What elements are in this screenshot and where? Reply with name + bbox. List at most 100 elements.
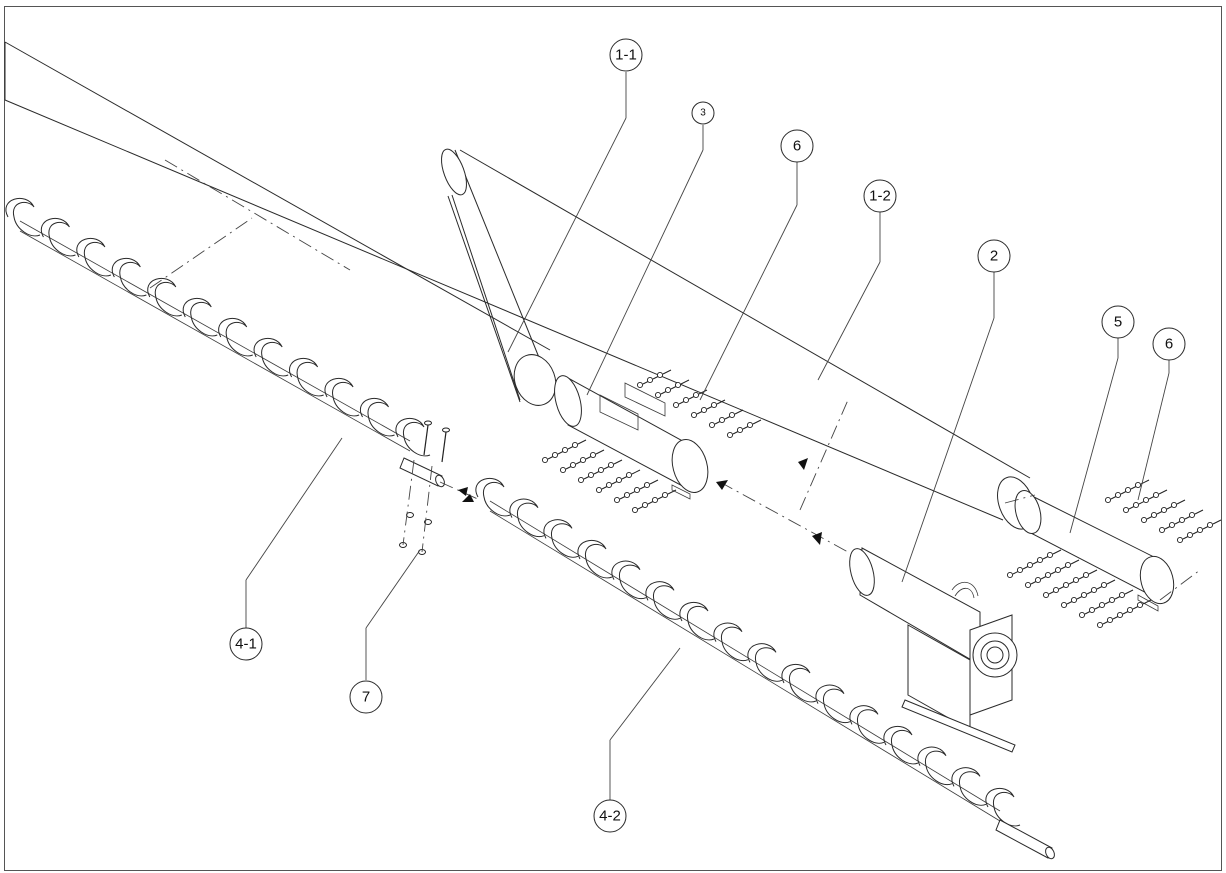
- bolt-head: [595, 486, 603, 494]
- auger-flight: [577, 539, 613, 579]
- bolt-head: [1158, 526, 1166, 534]
- bolt-head: [1024, 581, 1032, 589]
- auger-flight: [147, 277, 183, 317]
- bolt-head: [672, 401, 680, 409]
- bolt: [1082, 569, 1098, 579]
- bolt-head: [569, 461, 577, 469]
- auger-flight: [475, 477, 511, 517]
- auger-flight: [182, 297, 218, 337]
- bolt-head: [674, 381, 682, 389]
- bolt-head: [623, 491, 631, 499]
- bolt: [1122, 504, 1138, 514]
- bolt-shank: [1088, 569, 1098, 575]
- bolt-head: [1108, 596, 1116, 604]
- auger-flight: [40, 217, 76, 257]
- bolt-head: [1168, 521, 1176, 529]
- bolt-head: [1176, 536, 1184, 544]
- bolt-shank: [1124, 589, 1134, 595]
- bolt-set-6-left: [541, 369, 762, 514]
- bolt-head: [736, 426, 744, 434]
- bolt-shank: [1194, 509, 1204, 515]
- bolt-shank: [1176, 499, 1186, 505]
- bolt-head: [682, 396, 690, 404]
- auger-flight: [5, 197, 41, 237]
- bolt: [1100, 579, 1116, 589]
- bolt-shank: [649, 479, 659, 485]
- bolt-shank: [667, 489, 677, 495]
- bolt-shank: [631, 469, 641, 475]
- auger-flight: [985, 787, 1021, 827]
- bolt: [1006, 569, 1022, 579]
- bolt: [1044, 569, 1060, 579]
- bolt-shank: [1052, 549, 1062, 555]
- bolt-head: [1140, 516, 1148, 524]
- bolt: [561, 444, 577, 454]
- bolt: [607, 459, 623, 469]
- bolt: [674, 379, 690, 389]
- drive-housing-2: [849, 547, 1018, 753]
- callout-label: 5: [1114, 314, 1122, 331]
- bolt-head: [541, 456, 549, 464]
- bolt: [1152, 489, 1168, 499]
- bolt-shank: [1106, 579, 1116, 585]
- auger-flight: [815, 684, 851, 724]
- bolt: [1206, 519, 1222, 529]
- bolt: [661, 489, 677, 499]
- bolt-head: [1160, 506, 1168, 514]
- bolt-head: [1118, 591, 1126, 599]
- bolt-shank: [698, 389, 708, 395]
- bolt-centerline: [402, 459, 415, 546]
- bolt-head: [1098, 601, 1106, 609]
- bolt-head: [1052, 586, 1060, 594]
- bolt: [1118, 589, 1134, 599]
- bolt: [643, 479, 659, 489]
- bolt-head: [559, 466, 567, 474]
- arrow-marker: [812, 532, 822, 545]
- bolt: [1054, 564, 1070, 574]
- bolt-head: [424, 420, 432, 426]
- bolt: [1188, 509, 1204, 519]
- callout-label: 7: [362, 689, 370, 706]
- bolt-head: [1064, 561, 1072, 569]
- bolt-head: [1016, 566, 1024, 574]
- bolt: [1106, 614, 1122, 624]
- bolt-shank: [441, 431, 447, 463]
- bolt-head: [1152, 491, 1160, 499]
- bolt-head: [656, 371, 664, 379]
- auger-4-1: [5, 197, 431, 457]
- bolt: [746, 419, 762, 429]
- bolt-head: [1124, 486, 1132, 494]
- bolt: [1036, 554, 1052, 564]
- bolt-head: [643, 481, 651, 489]
- bolt-head: [692, 391, 700, 399]
- bolt-shank: [577, 439, 587, 445]
- bolt-head: [654, 391, 662, 399]
- callout-label: 4-2: [599, 808, 621, 825]
- bolt: [656, 369, 672, 379]
- bolt: [1042, 589, 1058, 599]
- callout-label: 6: [1165, 336, 1173, 353]
- bolt-head: [1062, 581, 1070, 589]
- bolt-head: [579, 456, 587, 464]
- bolt: [1088, 604, 1104, 614]
- bolt: [1132, 499, 1148, 509]
- bolt-head: [641, 501, 649, 509]
- auger-flight: [611, 560, 647, 600]
- auger-shaft: [19, 220, 411, 442]
- callout-2: 2: [977, 239, 1011, 273]
- auger-flight: [218, 317, 253, 357]
- bolt-shank: [662, 369, 672, 375]
- auger-flight: [360, 397, 395, 437]
- bolt-head: [1106, 616, 1114, 624]
- bolt-head: [597, 466, 605, 474]
- callout-label: 3: [700, 108, 706, 119]
- bolt-shank: [680, 379, 690, 385]
- arrow-marker: [458, 487, 468, 496]
- auger-flight: [713, 622, 749, 662]
- auger-flight: [951, 767, 987, 806]
- bolt-head: [718, 416, 726, 424]
- bolt-shank: [734, 409, 744, 415]
- callout-3: 3: [691, 101, 715, 125]
- auger-flight: [509, 498, 545, 538]
- bolt-head: [664, 386, 672, 394]
